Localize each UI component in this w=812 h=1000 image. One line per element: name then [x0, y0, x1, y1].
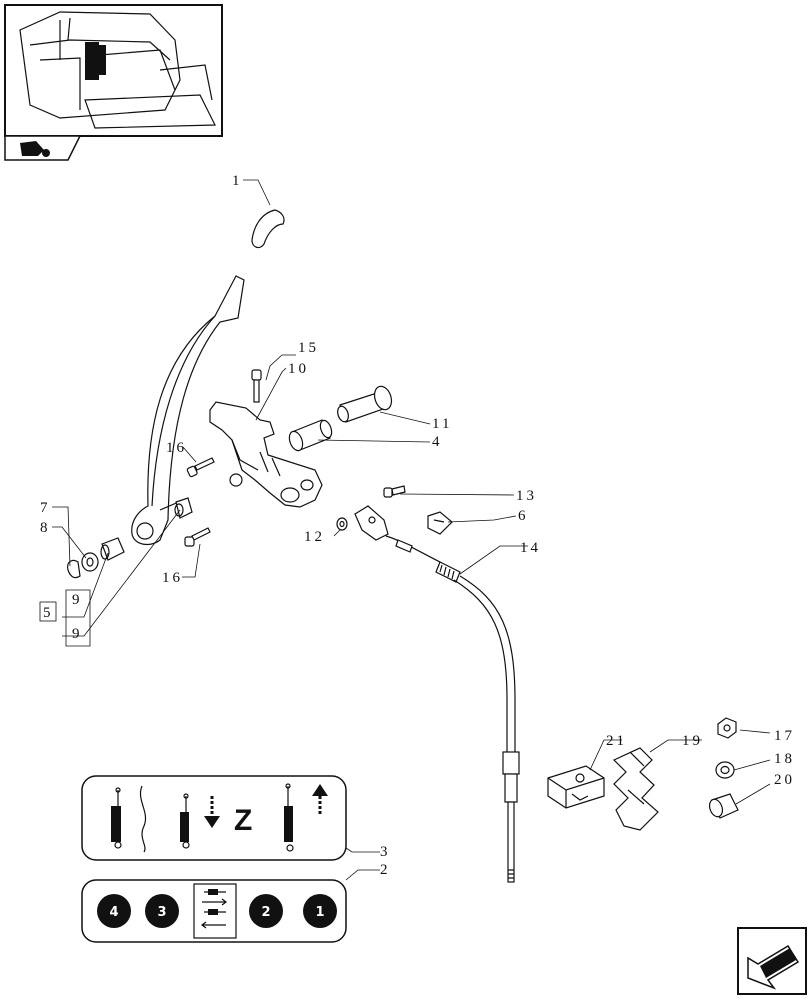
callout-1: 1 [232, 173, 243, 189]
tractor-cab-location-icon [19, 11, 216, 129]
callout-13: 13 [516, 488, 537, 504]
gear-badge-3-label: 3 [157, 905, 166, 920]
part-4-bushing [288, 419, 333, 452]
callout-12: 12 [304, 529, 325, 545]
callout-17: 17 [774, 728, 795, 744]
callout-4: 4 [432, 434, 443, 450]
callout-labels: 1 15 10 11 4 16 13 6 7 8 12 14 16 5 9 9 … [39, 173, 795, 878]
part-20-spacer [708, 793, 739, 819]
callout-10: 10 [288, 361, 309, 377]
callout-11: 11 [432, 416, 452, 432]
part-7-circlip [67, 559, 81, 579]
callout-16a: 16 [166, 440, 187, 456]
part-16-bolt-lower [184, 527, 211, 547]
part-19-cable-clamp [612, 747, 659, 831]
callout-6: 6 [518, 508, 529, 524]
callout-16b: 16 [162, 570, 183, 586]
part-3-decal-panel: Z [81, 775, 347, 861]
gear-badge-2: 2 [249, 894, 283, 928]
location-thumbnail [4, 4, 223, 161]
part-13-clevis-pin [383, 485, 406, 498]
cable-fork [354, 505, 389, 541]
gear-badge-4: 4 [97, 894, 131, 928]
callout-20: 20 [774, 772, 795, 788]
leader-lines [52, 179, 771, 881]
callout-7: 7 [40, 500, 51, 516]
decal-z-label: Z [234, 804, 252, 837]
gear-badge-4-label: 4 [109, 905, 118, 920]
part-14-control-cable [385, 535, 520, 883]
part-2-gear-decal-panel: 4 3 2 1 [81, 879, 347, 943]
lever-position-icon-3 [284, 783, 328, 852]
callout-5-box [39, 601, 57, 622]
callout-14: 14 [520, 540, 541, 556]
gear-badge-3: 3 [145, 894, 179, 928]
part-10-bracket [209, 401, 323, 508]
part-15-bolt [251, 369, 262, 403]
gear-badge-1-label: 1 [315, 905, 324, 920]
callout-15: 15 [298, 340, 319, 356]
hand-lever [131, 275, 245, 546]
callout-8: 8 [40, 520, 51, 536]
callout-3: 3 [380, 844, 391, 860]
tractor-nav-icon[interactable] [4, 135, 82, 161]
part-6-clip [427, 511, 453, 535]
callout-5: 5 [43, 605, 54, 621]
lever-direction-icon [193, 883, 237, 939]
part-16-bolt-upper [186, 457, 215, 478]
part-18-washer [715, 761, 735, 779]
part-9-bush-lower [100, 537, 125, 561]
lever-position-icon-2: Z [180, 793, 252, 849]
callout-2: 2 [380, 862, 391, 878]
part-17-nut [717, 717, 737, 739]
part-1-lever-knob [251, 209, 285, 249]
callout-21: 21 [606, 733, 627, 749]
part-12-nut [336, 517, 348, 531]
callout-9a: 9 [72, 592, 83, 608]
gear-badge-1: 1 [303, 894, 337, 928]
part-11-pin [337, 385, 393, 423]
callout-18: 18 [774, 751, 795, 767]
part-9-bush-upper [174, 497, 193, 519]
part-21-clamp-block [547, 765, 605, 809]
lever-position-icon-1 [111, 785, 146, 853]
next-page-arrow-icon[interactable] [737, 927, 807, 995]
gear-badge-2-label: 2 [261, 905, 270, 920]
callout-19: 19 [682, 733, 703, 749]
callout-9b: 9 [72, 626, 83, 642]
